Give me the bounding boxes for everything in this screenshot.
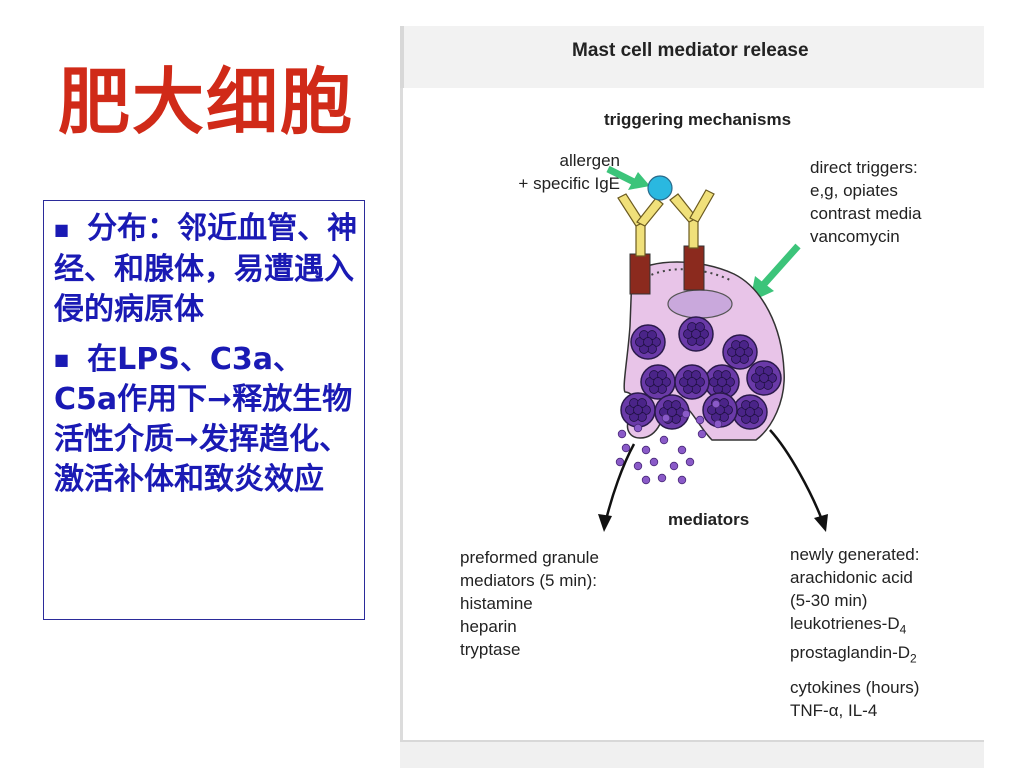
granule-subunit [735, 347, 745, 357]
square-bullet-icon: ■ [54, 350, 70, 369]
mediator-dot [633, 423, 643, 433]
figure-bottom-band [400, 740, 984, 768]
mediator-dot [697, 429, 707, 439]
receptor-right [683, 245, 705, 291]
prostaglandin-text: prostaglandin-D [790, 643, 911, 663]
mediator-dot [649, 457, 659, 467]
mediator-dot [669, 461, 679, 471]
allergen-label: allergen + specific IgE [510, 149, 620, 195]
preformed-line: preformed granule [460, 548, 599, 567]
granule-subunit [633, 405, 643, 415]
mediator-dot [681, 409, 691, 419]
allergen-line: + specific IgE [518, 174, 620, 193]
leukotrienes-text: leukotrienes-D [790, 614, 900, 633]
allergen-arrow-icon [606, 165, 650, 190]
preformed-line: histamine [460, 594, 533, 613]
direct-line: e,g, opiates [810, 181, 898, 200]
mediator-dot [615, 457, 625, 467]
direct-line: direct triggers: [810, 158, 918, 177]
receptor-left [629, 253, 651, 295]
allergen [647, 175, 673, 201]
granule-subunit [653, 377, 663, 387]
newly-line: leukotrienes-D4 [790, 612, 919, 641]
figure-title: Mast cell mediator release [572, 40, 809, 61]
mediator-dot [711, 399, 721, 409]
preformed-line: mediators (5 min): [460, 571, 597, 590]
arrow-right-icon [769, 429, 828, 532]
bullet-item: ■在LPS、C3a、C5a作用下➞释放生物活性介质➞发挥趋化、激活补体和致炎效应 [54, 340, 358, 501]
cytokines-list: cytokines (hours) TNF-α, IL-4 [790, 676, 919, 722]
mediator-dot [659, 435, 669, 445]
mediator-dot [657, 473, 667, 483]
newly-generated-list: newly generated: arachidonic acid (5-30 … [790, 543, 919, 671]
bullet-text: 在LPS、C3a、C5a作用下➞释放生物活性介质➞发挥趋化、激活补体和致炎效应 [54, 341, 353, 498]
direct-triggers-label: direct triggers: e,g, opiates contrast m… [810, 156, 922, 248]
mediator-dot [713, 419, 723, 429]
bullet-box: ■分布：邻近血管、神经、和腺体，易遭遇入侵的病原体 ■在LPS、C3a、C5a作… [43, 200, 365, 620]
subscript: 4 [899, 622, 907, 637]
bullet-text: 分布：邻近血管、神经、和腺体，易遭遇入侵的病原体 [54, 211, 358, 327]
mediator-dot [641, 475, 651, 485]
direct-line: vancomycin [810, 227, 900, 246]
granule-subunit [667, 407, 677, 417]
mast-cell-figure: Mast cell mediator release triggering me… [400, 26, 984, 768]
mediator-dot [633, 461, 643, 471]
arrow-left-icon [598, 443, 636, 532]
mediator-dot [621, 443, 631, 453]
mediator-dot [677, 445, 687, 455]
direct-line: contrast media [810, 204, 922, 223]
mediator-dot [661, 413, 671, 423]
cytokines-line: cytokines (hours) [790, 678, 920, 697]
granule-subunit [745, 407, 755, 417]
figure-header: Mast cell mediator release [400, 26, 984, 88]
mediator-dot [641, 445, 651, 455]
subscript: 2 [910, 651, 917, 666]
mediator-dot [617, 429, 627, 439]
preformed-list: preformed granule mediators (5 min): his… [460, 546, 599, 661]
released-mediators [615, 399, 723, 485]
ige-right [669, 189, 715, 249]
mediator-dot [685, 457, 695, 467]
bullet-item: ■分布：邻近血管、神经、和腺体，易遭遇入侵的病原体 [54, 209, 358, 330]
granule-group [620, 316, 782, 430]
figure-body [400, 88, 984, 768]
allergen-line: allergen [559, 151, 621, 170]
newly-line: (5-30 min) [790, 591, 868, 610]
triggering-label: triggering mechanisms [604, 110, 792, 129]
mediators-label: mediators [668, 510, 750, 529]
newly-line: newly generated: [790, 545, 920, 564]
newly-line: arachidonic acid [790, 568, 913, 587]
slide-title: 肥大细胞 [58, 59, 355, 144]
ige-left [617, 193, 664, 257]
mediator-dot [677, 475, 687, 485]
square-bullet-icon: ■ [54, 219, 70, 239]
granule-subunit [643, 337, 653, 347]
granule-subunit [759, 373, 769, 383]
granule-subunit [717, 377, 727, 387]
preformed-line: heparin [460, 617, 517, 636]
granule-subunit [687, 377, 697, 387]
preformed-line: tryptase [460, 640, 521, 659]
mast-cell-diagram [598, 165, 828, 532]
newly-line: prostaglandin-D2 [790, 641, 919, 670]
nucleus [667, 289, 733, 319]
mediator-dot [695, 415, 705, 425]
granule-subunit [691, 329, 701, 339]
cytokines-line: TNF-α, IL-4 [790, 701, 878, 720]
